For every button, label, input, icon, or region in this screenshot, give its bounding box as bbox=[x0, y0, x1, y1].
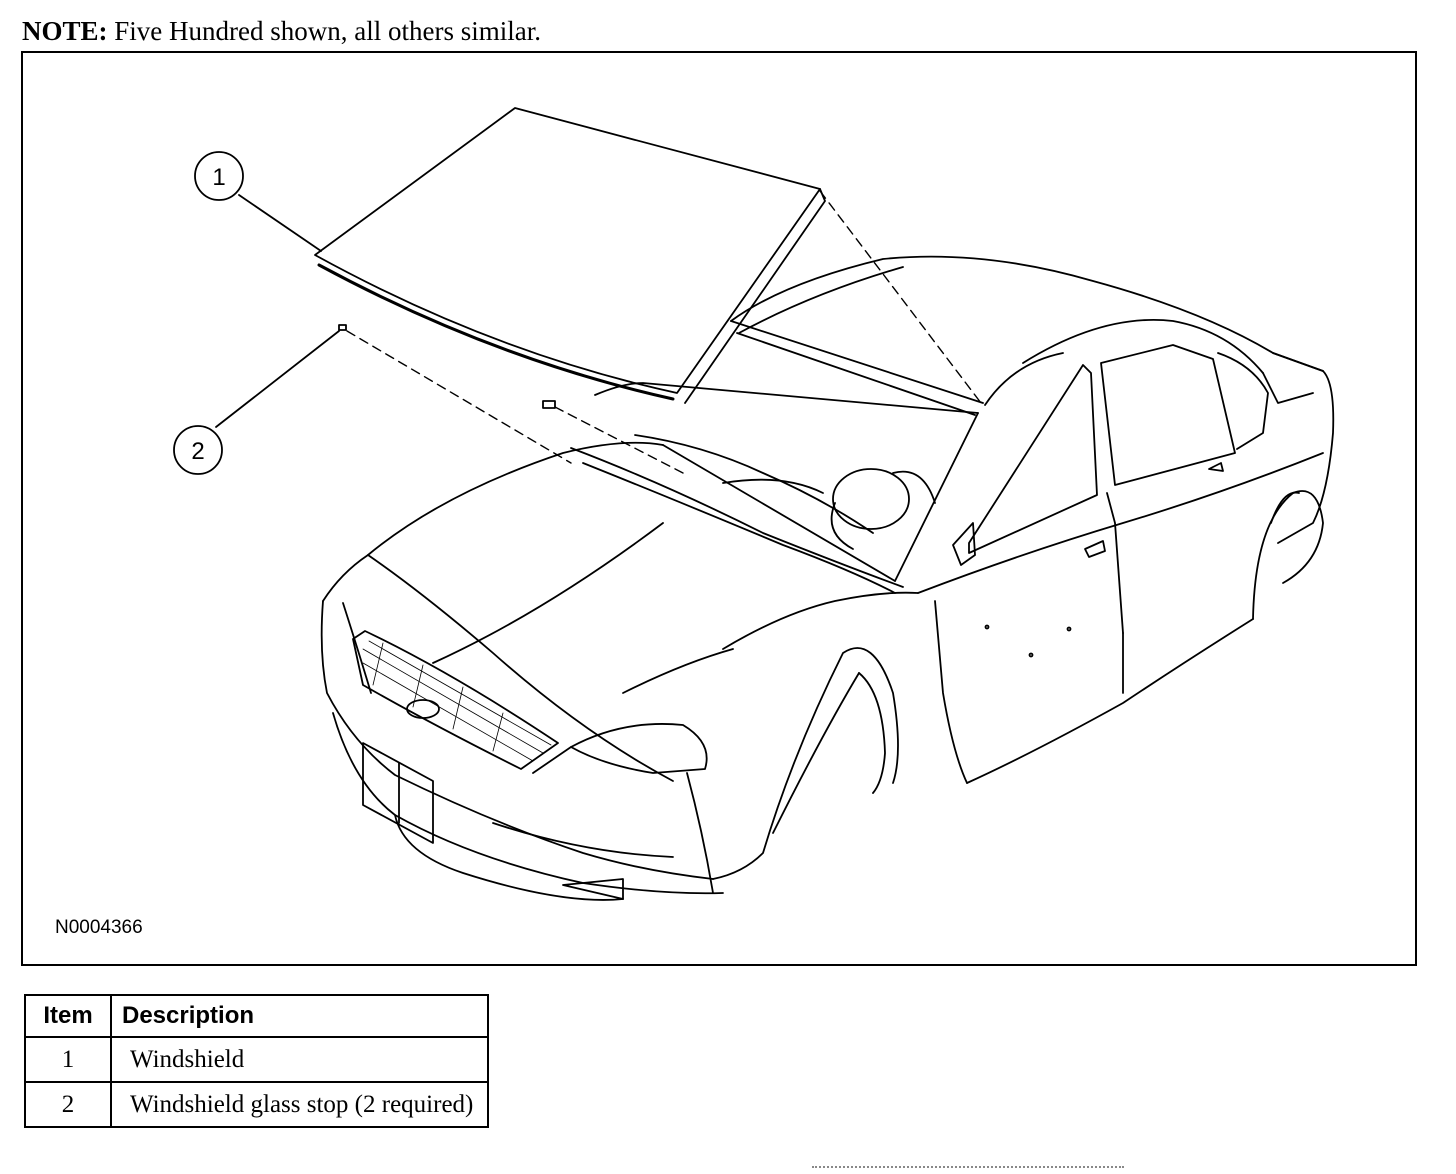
table-row: 2 Windshield glass stop (2 required) bbox=[24, 1081, 489, 1128]
table-row: 1 Windshield bbox=[24, 1036, 489, 1083]
legend-header-description: Description bbox=[110, 994, 489, 1038]
callout-2: 2 bbox=[173, 425, 223, 475]
legend-item-number: 1 bbox=[24, 1036, 112, 1083]
note-line: NOTE: Five Hundred shown, all others sim… bbox=[22, 14, 541, 48]
note-label: NOTE: bbox=[22, 16, 108, 46]
legend-header-item: Item bbox=[24, 994, 112, 1038]
note-text: Five Hundred shown, all others similar. bbox=[107, 16, 541, 46]
callout-1: 1 bbox=[194, 151, 244, 201]
legend-header-row: Item Description bbox=[24, 994, 489, 1038]
glass-stop bbox=[338, 324, 556, 409]
windshield-illustration: 1 2 bbox=[21, 51, 1417, 966]
callout-leader-2 bbox=[215, 330, 340, 428]
figure-id: N0004366 bbox=[55, 917, 143, 938]
install-guides bbox=[346, 190, 982, 474]
legend-item-description: Windshield bbox=[110, 1036, 489, 1083]
callout-1-label: 1 bbox=[212, 164, 225, 191]
windshield-glass bbox=[314, 107, 826, 404]
legend-table: Item Description 1 Windshield 2 Windshie… bbox=[24, 994, 489, 1128]
callout-2-label: 2 bbox=[191, 438, 204, 465]
page-footer-dots bbox=[812, 1166, 1124, 1168]
callout-leader-1 bbox=[238, 194, 322, 252]
car-line-drawing: 1 2 bbox=[173, 107, 1335, 901]
legend-item-number: 2 bbox=[24, 1081, 112, 1128]
car-body bbox=[320, 255, 1335, 901]
legend-item-description: Windshield glass stop (2 required) bbox=[110, 1081, 489, 1128]
